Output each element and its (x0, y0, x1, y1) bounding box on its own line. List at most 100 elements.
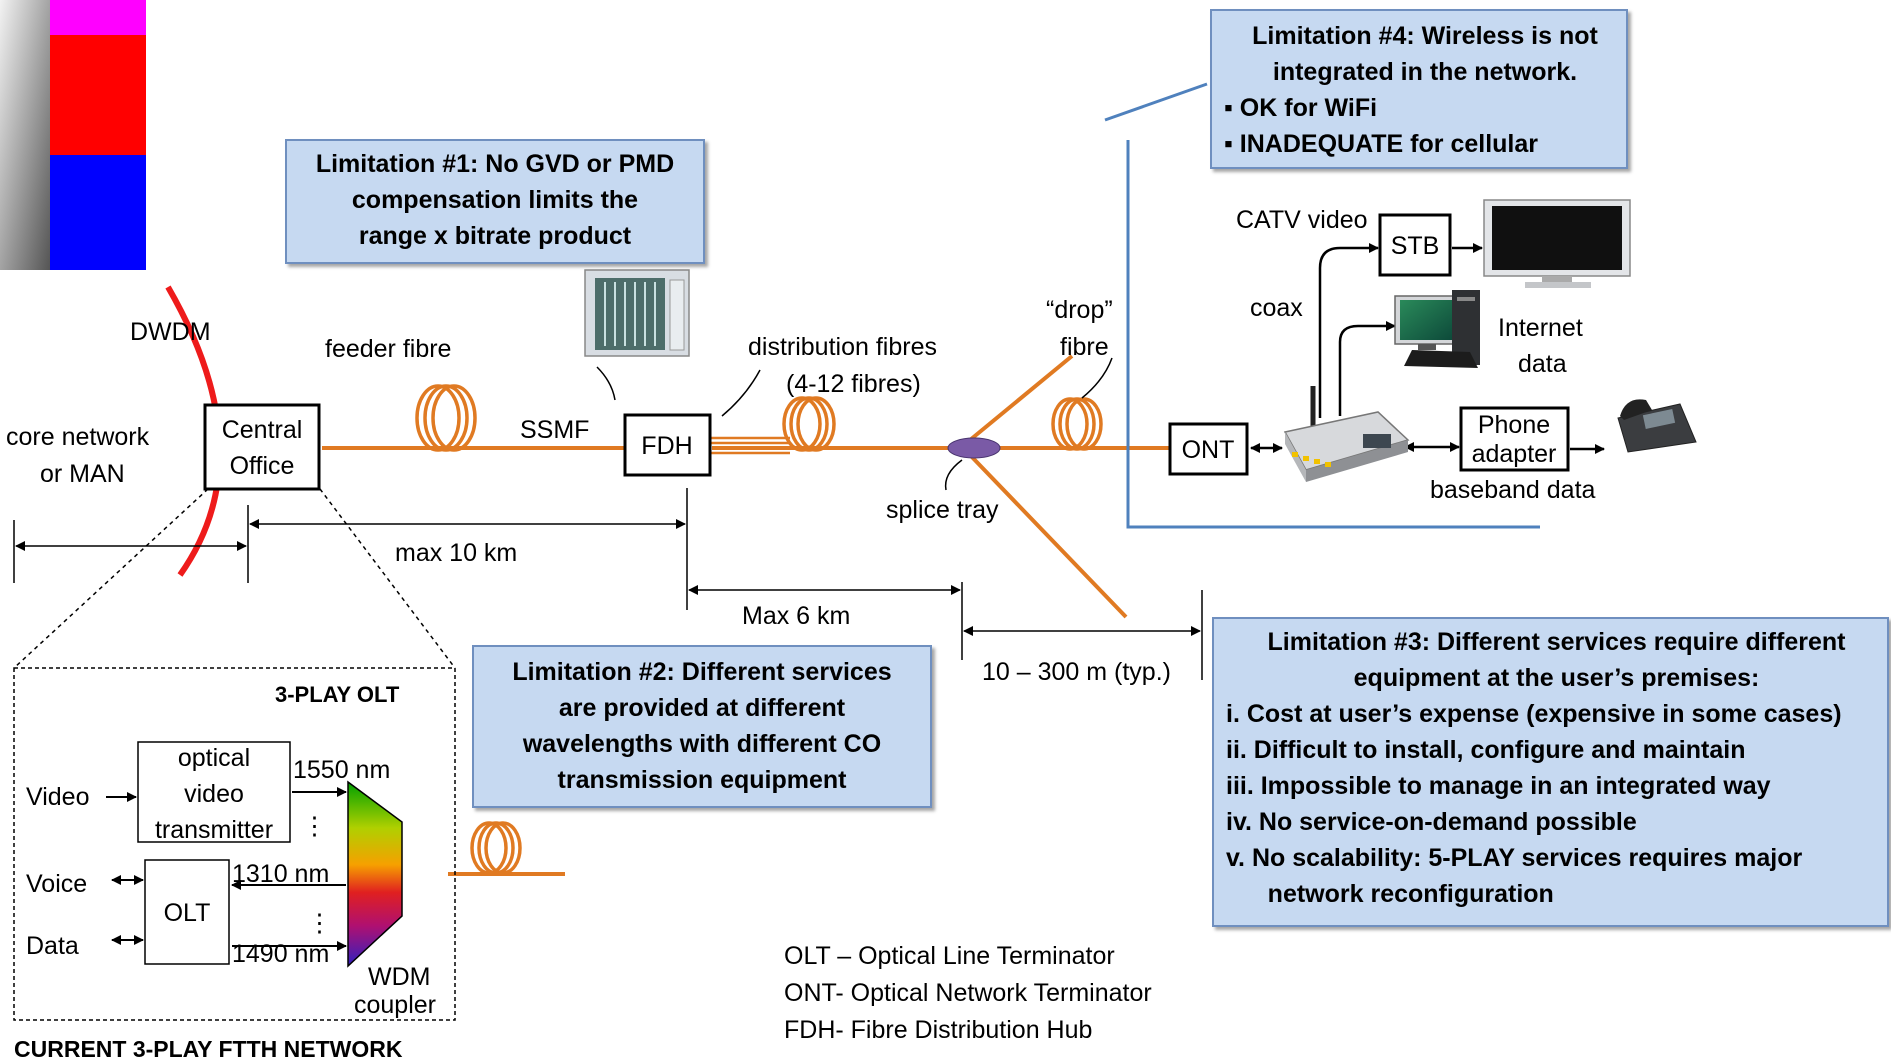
limitation-3-line-2: equipment at the user’s premises: (1353, 664, 1760, 692)
splice-tray-symbol (947, 437, 1001, 459)
splice-tray-label: splice tray (886, 496, 999, 524)
optical-label: optical (178, 744, 250, 772)
or-man-label: or MAN (40, 460, 125, 488)
fibre-cabinet-icon (584, 269, 690, 357)
limitation-2-line-3: wavelengths with different CO (522, 730, 882, 758)
limitation-4-callout: Limitation #4: Wireless is not integrate… (1210, 9, 1628, 169)
central-office-box (203, 403, 321, 491)
catv-video-label: CATV video (1236, 206, 1368, 234)
limitation-3-item: v. No scalability: 5-PLAY services requi… (1226, 844, 1803, 872)
limitation-4-item: ▪ INADEQUATE for cellular (1224, 130, 1539, 158)
coax-label: coax (1250, 294, 1303, 322)
dimension-lines (13, 488, 1203, 680)
flat-screen-tv-icon (1483, 199, 1631, 288)
distribution-fibre-coil (782, 396, 836, 452)
feeder-fibre-coil (415, 384, 477, 452)
olt-output-coil (470, 821, 522, 875)
central-office-label-2: Office (230, 452, 295, 480)
three-play-olt-title: 3-PLAY OLT (275, 682, 400, 707)
wdm-label: WDM (368, 963, 430, 991)
max-6km-label: Max 6 km (742, 602, 850, 630)
limitation-3-item: i. Cost at user’s expense (expensive in … (1226, 700, 1842, 728)
equipment-boxes (203, 213, 1570, 491)
limitation-3-callout: Limitation #3: Different services requir… (1212, 617, 1889, 927)
drop-label: “drop” (1046, 296, 1113, 324)
limitation-3-item: network reconfiguration (1226, 880, 1554, 908)
limitation-3-line-1: Limitation #3: Different services requir… (1267, 628, 1846, 656)
dwdm-label: DWDM (130, 318, 211, 346)
internet-label: Internet (1498, 314, 1583, 342)
limitation-1-line-3: range x bitrate product (358, 222, 632, 250)
leader-lines (596, 357, 1113, 491)
legend-ont: ONT- Optical Network Terminator (784, 979, 1152, 1007)
central-office-label-1: Central (222, 416, 303, 444)
transmitter-label: transmitter (155, 816, 273, 844)
fibres-count-label: (4-12 fibres) (786, 370, 921, 398)
fibre-coils (415, 384, 1103, 875)
premises-wiring (1250, 243, 1605, 454)
feeder-fibre-label: feeder fibre (325, 335, 451, 363)
phone-label: Phone (1478, 411, 1550, 439)
stb-box (1378, 213, 1452, 277)
data-input-label: Data (26, 932, 79, 960)
drop-fibre-coil (1051, 397, 1103, 451)
fdh-label: FDH (641, 432, 692, 460)
limitation-3-items: i. Cost at user’s expense (expensive in … (1226, 696, 1887, 912)
limitation-3-item: ii. Difficult to install, configure and … (1226, 736, 1746, 764)
olt-inset-frame (13, 667, 456, 1021)
swatch-red (50, 35, 146, 155)
distribution-fibres-label: distribution fibres (748, 333, 937, 361)
nm1490-label: 1490 nm (232, 940, 329, 968)
video-input-label: Video (26, 783, 90, 811)
fdh-box (623, 413, 712, 477)
wdm-coupler-prism (347, 780, 403, 968)
ont-label: ONT (1182, 436, 1235, 464)
adapter-label: adapter (1472, 440, 1557, 468)
ssmf-label: SSMF (520, 416, 589, 444)
limitation-1-line-2: compensation limits the (351, 186, 639, 214)
svg-text:⋮: ⋮ (307, 909, 332, 937)
desktop-computer-icon (1394, 290, 1480, 368)
optical-video-tx-box (137, 741, 291, 843)
internet-data-label: data (1518, 350, 1567, 378)
phone-adapter-box (1459, 406, 1570, 472)
limitation-3-item: iii. Impossible to manage in an integrat… (1226, 772, 1771, 800)
swatch-blue (50, 155, 146, 270)
swatch-magenta (50, 0, 146, 35)
diagram-caption: CURRENT 3-PLAY FTTH NETWORK (14, 1036, 403, 1062)
limitation-4-items: ▪ OK for WiFi ▪ INADEQUATE for cellular (1224, 90, 1626, 162)
range-300m-label: 10 – 300 m (typ.) (982, 658, 1171, 686)
legend-fdh: FDH- Fibre Distribution Hub (784, 1016, 1093, 1044)
zoom-lines (13, 488, 456, 669)
drop-fibre-label: fibre (1060, 333, 1109, 361)
nm1550-label: 1550 nm (293, 756, 390, 784)
limitation-4-line-1: Limitation #4: Wireless is not (1252, 22, 1598, 50)
limitation-2-line-2: are provided at different (558, 694, 846, 722)
limitation-4-item: ▪ OK for WiFi (1224, 94, 1378, 122)
wireless-router-icon (1283, 386, 1410, 482)
customer-premises-boundary (1104, 82, 1540, 529)
stb-label: STB (1391, 232, 1440, 260)
limitation-1-line-1: Limitation #1: No GVD or PMD (315, 150, 675, 178)
coupler-label: coupler (354, 991, 436, 1019)
color-swatch-strip (0, 0, 146, 270)
limitation-2-line-1: Limitation #2: Different services (512, 658, 892, 686)
limitation-4-line-2: integrated in the network. (1272, 58, 1578, 86)
legend-olt: OLT – Optical Line Terminator (784, 942, 1115, 970)
olt-inner-label: OLT (164, 899, 211, 927)
baseband-data-label: baseband data (1430, 476, 1596, 504)
core-network-label: core network (6, 423, 150, 451)
nm1310-label: 1310 nm (232, 860, 329, 888)
svg-text:⋮: ⋮ (302, 812, 327, 840)
limitation-2-callout: Limitation #2: Different services are pr… (472, 645, 932, 808)
voice-input-label: Voice (26, 870, 87, 898)
abbreviation-legend: OLT – Optical Line Terminator ONT- Optic… (784, 938, 1152, 1049)
olt-inset: 3-PLAY OLT optical video transmitter OLT… (13, 667, 456, 1021)
olt-inner-box (144, 859, 230, 965)
max-10km-label: max 10 km (395, 539, 517, 567)
limitation-1-callout: Limitation #1: No GVD or PMD compensatio… (285, 139, 705, 264)
video-tx-label: video (184, 780, 244, 808)
ont-box (1168, 422, 1249, 476)
